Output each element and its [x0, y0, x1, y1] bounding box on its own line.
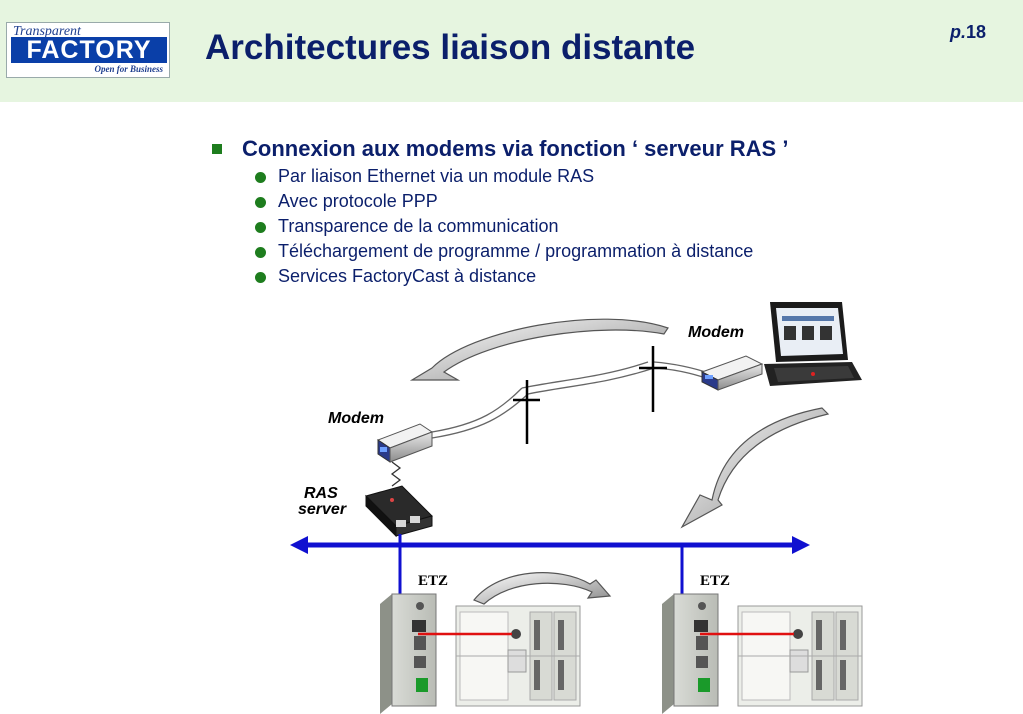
plc-rack-right-icon: [737, 605, 863, 707]
plc-rack-left-icon: [455, 605, 581, 707]
logo-top-text: Transparent: [13, 24, 81, 39]
ras-label-line1: RAS: [304, 485, 338, 502]
square-bullet-icon: [212, 144, 222, 154]
etz-right-label: ETZ: [700, 573, 730, 589]
etz-module-right-icon: [662, 593, 719, 714]
ethernet-bus: [290, 536, 810, 554]
round-bullet-icon: [255, 247, 266, 258]
logo-main-text: FACTORY: [11, 37, 167, 63]
curved-arrow-top-icon: [409, 318, 669, 381]
round-bullet-icon: [255, 172, 266, 183]
page-prefix: p.: [950, 22, 966, 42]
telephone-pole-icon: [513, 380, 540, 444]
laptop-icon: [764, 302, 862, 386]
sub-bullet-text: Avec protocole PPP: [278, 191, 438, 211]
etz-module-left-icon: [380, 593, 437, 714]
slide-title: Architectures liaison distante: [205, 28, 696, 67]
telephone-pole-icon: [639, 346, 667, 412]
page-number-value: 18: [966, 22, 987, 42]
round-bullet-icon: [255, 222, 266, 233]
etz-left-label: ETZ: [418, 573, 448, 589]
curved-arrow-down-icon: [680, 407, 830, 529]
modem-left-label: Modem: [328, 410, 384, 427]
logo-sub-text: Open for Business: [94, 64, 163, 74]
modem-right-icon: [700, 355, 764, 391]
round-bullet-icon: [255, 197, 266, 208]
sub-bullet-text: Transparence de la communication: [278, 216, 559, 236]
header-band: Transparent FACTORY Open for Business Ar…: [0, 0, 1023, 102]
main-bullet-text: Connexion aux modems via fonction ‘ serv…: [242, 136, 789, 161]
ras-label-line2: server: [298, 501, 347, 518]
sub-bullet-text: Téléchargement de programme / programmat…: [278, 241, 754, 261]
curved-arrow-small-icon: [473, 572, 612, 605]
serial-cable: [390, 461, 402, 487]
sub-bullet-text: Par liaison Ethernet via un module RAS: [278, 166, 595, 186]
transparent-factory-logo: Transparent FACTORY Open for Business: [6, 22, 170, 78]
sub-bullet-text: Services FactoryCast à distance: [278, 266, 537, 286]
telephone-line: [431, 361, 713, 439]
ras-server-icon: [365, 485, 433, 538]
modem-left-icon: [376, 423, 434, 463]
round-bullet-icon: [255, 272, 266, 283]
modem-right-label: Modem: [688, 324, 744, 341]
page-number: p.18: [950, 22, 986, 43]
